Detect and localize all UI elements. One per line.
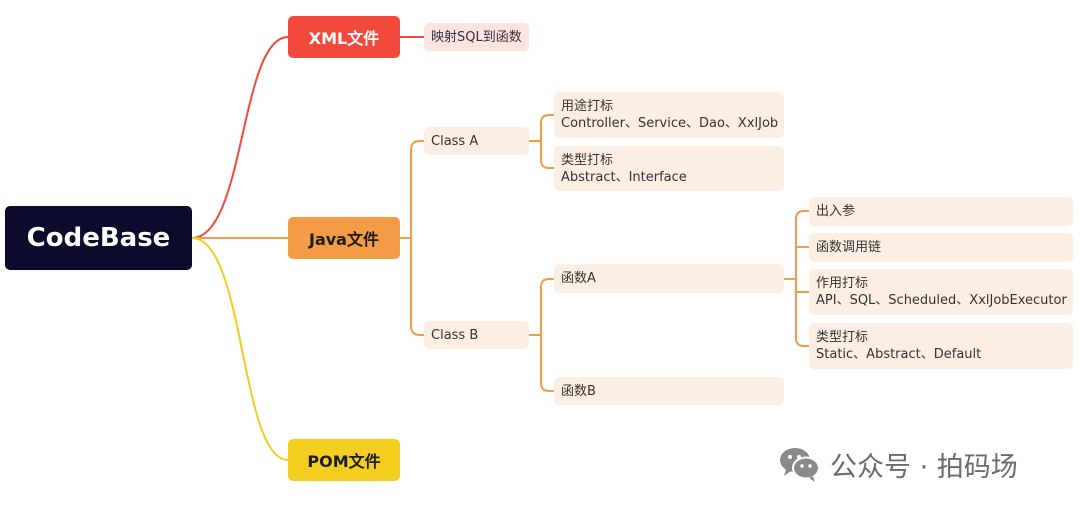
usage-tag-detail: Controller、Service、Dao、XxlJob <box>561 116 779 131</box>
pom-node: POM文件 <box>288 439 400 481</box>
pom-label: POM文件 <box>307 452 381 471</box>
role-tag-node: 作用打标 API、SQL、Scheduled、XxlJobExecutor <box>809 269 1073 315</box>
function-a-label: 函数A <box>561 271 596 286</box>
function-type-tag-title: 类型打标 <box>816 330 869 345</box>
function-b-node: 函数B <box>554 377 784 405</box>
role-tag-title: 作用打标 <box>816 276 869 291</box>
edge-funca-children <box>784 210 809 347</box>
function-type-tag-node: 类型打标 Static、Abstract、Default <box>809 323 1073 369</box>
root-node: CodeBase <box>5 206 192 270</box>
class-a-node: Class A <box>424 127 529 155</box>
xml-node: XML文件 <box>288 16 400 58</box>
edge-root-pom <box>191 237 289 461</box>
wechat-icon <box>780 448 820 482</box>
watermark-text: 公众号 · 拍码场 <box>830 451 1018 483</box>
java-node: Java文件 <box>288 217 400 259</box>
edge-java-classes <box>400 140 424 336</box>
call-chain-label: 函数调用链 <box>816 240 882 255</box>
watermark: 公众号 · 拍码场 <box>778 444 1018 484</box>
edge-root-xml <box>191 36 289 239</box>
function-type-tag-detail: Static、Abstract、Default <box>816 347 982 362</box>
java-label: Java文件 <box>309 230 379 249</box>
edge-classa-children <box>529 114 554 169</box>
role-tag-detail: API、SQL、Scheduled、XxlJobExecutor <box>816 293 1067 308</box>
class-a-label: Class A <box>431 133 479 149</box>
class-b-node: Class B <box>424 321 529 349</box>
class-type-tag-title: 类型打标 <box>561 152 614 168</box>
xml-child-node: 映射SQL到函数 <box>424 23 529 51</box>
class-type-tag-node: 类型打标 Abstract、Interface <box>554 146 784 191</box>
io-params-label: 出入参 <box>816 204 856 219</box>
io-params-node: 出入参 <box>809 197 1073 226</box>
function-a-node: 函数A <box>554 264 784 293</box>
edge-classb-functions <box>529 278 554 392</box>
class-b-label: Class B <box>431 327 479 343</box>
xml-label: XML文件 <box>308 29 380 48</box>
usage-tag-node: 用途打标 Controller、Service、Dao、XxlJob <box>554 92 784 138</box>
root-label: CodeBase <box>26 223 171 253</box>
class-type-tag-detail: Abstract、Interface <box>561 169 687 185</box>
function-b-label: 函数B <box>561 383 596 399</box>
xml-child-label: 映射SQL到函数 <box>431 29 522 45</box>
usage-tag-title: 用途打标 <box>561 99 614 114</box>
call-chain-node: 函数调用链 <box>809 233 1073 262</box>
